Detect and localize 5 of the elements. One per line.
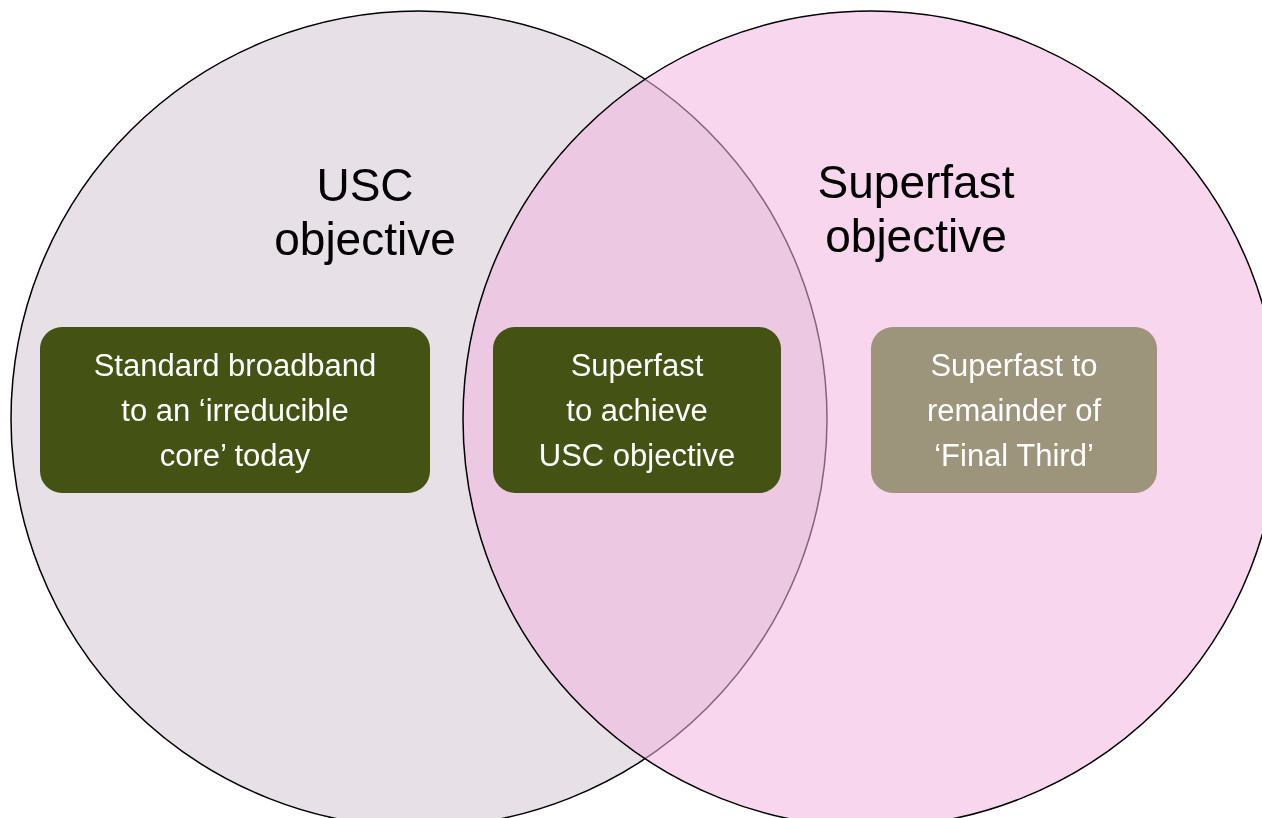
rounded-box: Superfast to remainder of ‘Final Third’ (871, 327, 1157, 493)
circle-heading: Superfast objective (816, 155, 1016, 263)
rounded-box: Standard broadband to an ‘irreducible core’ today (40, 327, 430, 493)
rounded-box: Superfast to achieve USC objective (493, 327, 781, 493)
circle-heading: USC objective (273, 158, 457, 266)
